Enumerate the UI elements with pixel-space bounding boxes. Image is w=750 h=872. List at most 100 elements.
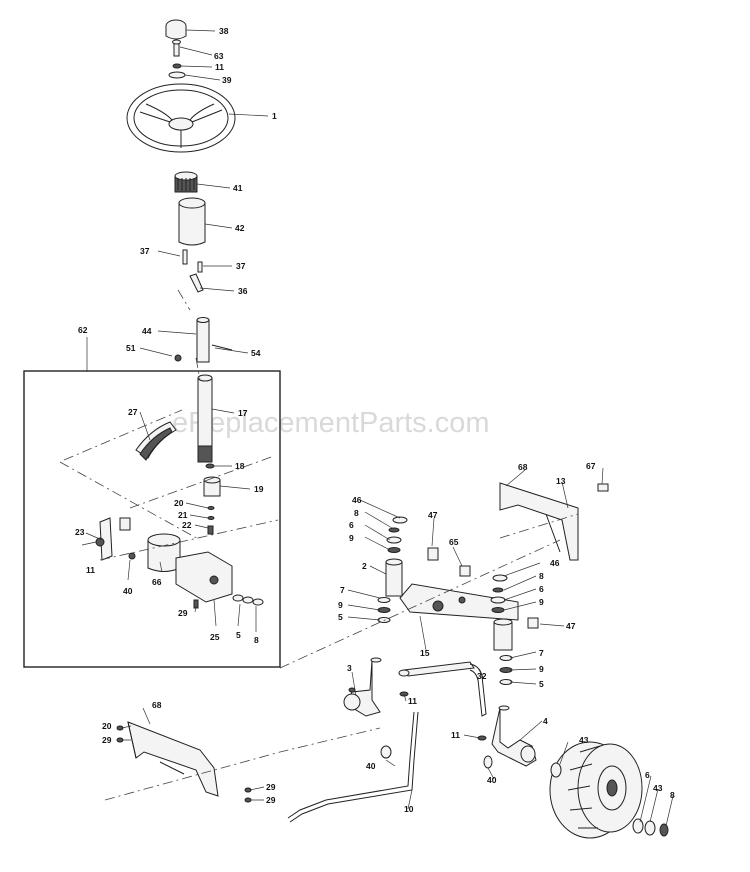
callout-13: 13 xyxy=(556,476,566,486)
callout-47: 47 xyxy=(566,621,576,631)
column-bolts xyxy=(182,249,204,293)
callout-40: 40 xyxy=(366,761,376,771)
callout-6: 6 xyxy=(539,584,544,594)
callout-41: 41 xyxy=(233,183,243,193)
callout-7: 7 xyxy=(539,648,544,658)
part-47-right xyxy=(527,617,539,629)
front-wheel xyxy=(549,741,669,839)
callout-29: 29 xyxy=(266,795,276,805)
callout-65: 65 xyxy=(449,537,459,547)
callout-6: 6 xyxy=(645,770,650,780)
callout-46: 46 xyxy=(352,495,362,505)
callout-8: 8 xyxy=(670,790,675,800)
callout-40: 40 xyxy=(487,775,497,785)
callout-43: 43 xyxy=(653,783,663,793)
right-spindle xyxy=(491,705,537,767)
callout-18: 18 xyxy=(235,461,245,471)
callout-22: 22 xyxy=(182,520,192,530)
sector-gear xyxy=(135,421,177,461)
callout-36: 36 xyxy=(238,286,248,296)
inset-centerlines xyxy=(59,409,279,561)
drag-link-32 xyxy=(398,661,487,741)
steering-cap xyxy=(165,19,187,40)
callout-29: 29 xyxy=(266,782,276,792)
callout-11: 11 xyxy=(451,730,460,740)
callout-43: 43 xyxy=(579,735,589,745)
callout-42: 42 xyxy=(235,223,245,233)
callout-8: 8 xyxy=(254,635,259,645)
callout-44: 44 xyxy=(142,326,152,336)
right-spindle-stack xyxy=(490,574,539,685)
callout-9: 9 xyxy=(338,600,343,610)
callout-68: 68 xyxy=(518,462,528,472)
callout-32: 32 xyxy=(477,671,487,681)
part-47-left xyxy=(427,547,439,561)
callout-51: 51 xyxy=(126,343,136,353)
callout-25: 25 xyxy=(210,632,220,642)
callout-54: 54 xyxy=(251,348,261,358)
callouts: 38 63 11 39 1 41 42 37 37 36 62 44 51 54… xyxy=(75,26,675,814)
left-spindle xyxy=(343,657,382,717)
washer-11-top xyxy=(172,63,182,69)
callout-21: 21 xyxy=(178,510,188,520)
callout-1: 1 xyxy=(272,111,277,121)
column-bushing xyxy=(178,197,206,246)
callout-38: 38 xyxy=(219,26,229,36)
watermark: eReplacementParts.com xyxy=(172,407,490,439)
drag-link-10 xyxy=(287,711,493,823)
bushing-43-inner xyxy=(550,762,562,778)
callout-67: 67 xyxy=(586,461,596,471)
steering-shaft-17 xyxy=(197,374,213,463)
callout-37: 37 xyxy=(236,261,246,271)
pin-67 xyxy=(597,483,609,492)
callout-68: 68 xyxy=(152,700,162,710)
callout-9: 9 xyxy=(349,533,354,543)
callout-11: 11 xyxy=(86,565,95,575)
steering-wheel xyxy=(126,83,236,153)
callout-47: 47 xyxy=(428,510,438,520)
callout-66: 66 xyxy=(152,577,162,587)
callout-8: 8 xyxy=(539,571,544,581)
block-65 xyxy=(459,565,471,577)
callout-17: 17 xyxy=(238,408,248,418)
callout-20: 20 xyxy=(102,721,112,731)
bracket-68-right xyxy=(499,482,609,561)
callout-39: 39 xyxy=(222,75,232,85)
assembly-centerlines xyxy=(104,289,579,801)
callout-5: 5 xyxy=(236,630,241,640)
inset-parts xyxy=(95,463,264,609)
callout-7: 7 xyxy=(340,585,345,595)
left-spindle-stack xyxy=(377,516,439,623)
callout-20: 20 xyxy=(174,498,184,508)
steering-insert xyxy=(168,71,186,79)
callout-40: 40 xyxy=(123,586,133,596)
callout-9: 9 xyxy=(539,597,544,607)
callout-62: 62 xyxy=(78,325,88,335)
callout-3: 3 xyxy=(347,663,352,673)
callout-19: 19 xyxy=(254,484,264,494)
nut-51 xyxy=(174,354,182,362)
callout-5: 5 xyxy=(338,612,343,622)
callout-11: 11 xyxy=(408,696,417,706)
steering-gear xyxy=(174,171,198,193)
callout-9: 9 xyxy=(539,664,544,674)
callout-10: 10 xyxy=(404,804,414,814)
cap-bolt xyxy=(172,39,181,57)
callout-4: 4 xyxy=(543,716,548,726)
callout-8: 8 xyxy=(354,508,359,518)
callout-2: 2 xyxy=(362,561,367,571)
callout-27: 27 xyxy=(128,407,138,417)
callout-6: 6 xyxy=(349,520,354,530)
callout-29: 29 xyxy=(178,608,188,618)
callout-5: 5 xyxy=(539,679,544,689)
callout-11: 11 xyxy=(215,62,224,72)
bracket-68-left xyxy=(116,721,252,803)
callout-23: 23 xyxy=(75,527,85,537)
steering-shaft-44 xyxy=(174,317,233,363)
callout-15: 15 xyxy=(420,648,430,658)
callout-29: 29 xyxy=(102,735,112,745)
callout-46: 46 xyxy=(550,558,560,568)
callout-63: 63 xyxy=(214,51,224,61)
callout-37: 37 xyxy=(140,246,150,256)
